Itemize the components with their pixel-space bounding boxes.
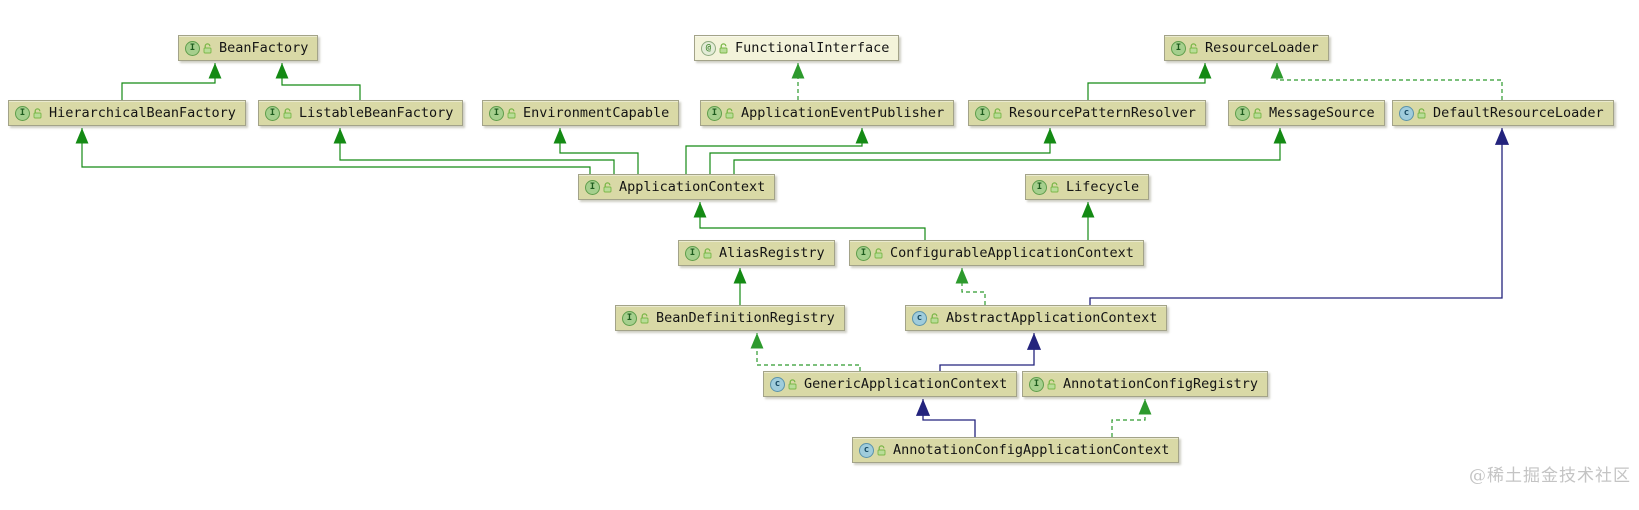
class-icon: c	[1399, 105, 1414, 121]
class-node-resourcepatternresolver[interactable]: I ResourcePatternResolver	[968, 100, 1206, 126]
class-node-label: GenericApplicationContext	[804, 376, 1008, 392]
interface-icon: I	[1029, 376, 1044, 392]
interface-icon: I	[1032, 179, 1047, 195]
public-lock-icon	[725, 107, 734, 119]
public-lock-icon	[1189, 42, 1198, 54]
edge-resourcepatternresolver-resourceloader	[1087, 63, 1212, 100]
class-node-label: ResourceLoader	[1205, 40, 1319, 56]
class-node-label: ResourcePatternResolver	[1009, 105, 1196, 121]
edge-applicationcontext-resourcepatternresolver	[709, 128, 1057, 174]
class-node-listablebeanfactory[interactable]: I ListableBeanFactory	[258, 100, 464, 126]
class-node-label: ApplicationContext	[619, 179, 766, 195]
public-lock-icon	[1047, 378, 1056, 390]
class-icon: c	[912, 310, 927, 326]
public-lock-icon	[993, 107, 1002, 119]
public-lock-icon	[874, 247, 883, 259]
public-lock-icon	[788, 378, 797, 390]
edge-abstractapplicationcontext-configurableapplicationcontext	[955, 268, 986, 305]
class-node-functionalinterface[interactable]: @ FunctionalInterface	[694, 35, 900, 61]
edge-genericapplicationcontext-beandefinitionregistry	[750, 333, 861, 371]
watermark: @稀土掘金技术社区	[1469, 466, 1631, 486]
class-node-label: BeanFactory	[219, 40, 309, 56]
interface-icon: I	[707, 105, 722, 121]
class-node-label: ListableBeanFactory	[299, 105, 454, 121]
public-lock-icon	[283, 107, 292, 119]
public-lock-icon	[877, 444, 886, 456]
public-lock-icon	[603, 181, 612, 193]
interface-icon: I	[265, 105, 280, 121]
public-lock-icon	[719, 42, 728, 54]
class-node-beanfactory[interactable]: I BeanFactory	[178, 35, 319, 61]
class-node-annotationconfigregistry[interactable]: I AnnotationConfigRegistry	[1022, 371, 1269, 397]
class-node-applicationeventpublisher[interactable]: I ApplicationEventPublisher	[700, 100, 955, 126]
edge-applicationcontext-hierarchicalbeanfactory	[75, 128, 591, 174]
class-node-beandefinitionregistry[interactable]: I BeanDefinitionRegistry	[615, 305, 845, 331]
annotation-icon: @	[701, 40, 716, 56]
public-lock-icon	[1253, 107, 1262, 119]
class-node-hierarchicalbeanfactory[interactable]: I HierarchicalBeanFactory	[8, 100, 246, 126]
class-node-applicationcontext[interactable]: I ApplicationContext	[578, 174, 776, 200]
class-node-label: BeanDefinitionRegistry	[656, 310, 835, 326]
interface-icon: I	[185, 40, 200, 56]
class-node-lifecycle[interactable]: I Lifecycle	[1025, 174, 1150, 200]
edge-genericapplicationcontext-abstractapplicationcontext	[939, 333, 1042, 371]
class-node-resourceloader[interactable]: I ResourceLoader	[1164, 35, 1329, 61]
interface-icon: I	[622, 310, 637, 326]
public-lock-icon	[33, 107, 42, 119]
edge-defaultresourceloader-resourceloader	[1270, 63, 1503, 100]
public-lock-icon	[930, 312, 939, 324]
interface-icon: I	[1235, 105, 1250, 121]
class-node-label: ConfigurableApplicationContext	[890, 245, 1134, 261]
interface-icon: I	[585, 179, 600, 195]
class-node-defaultresourceloader[interactable]: c DefaultResourceLoader	[1392, 100, 1614, 126]
class-node-environmentcapable[interactable]: I EnvironmentCapable	[482, 100, 680, 126]
class-node-messagesource[interactable]: I MessageSource	[1228, 100, 1385, 126]
class-node-label: Lifecycle	[1066, 179, 1140, 195]
edge-configurableapplicationcontext-applicationcontext	[693, 202, 926, 240]
interface-icon: I	[489, 105, 504, 121]
class-node-label: DefaultResourceLoader	[1433, 105, 1604, 121]
class-node-label: MessageSource	[1269, 105, 1375, 121]
edge-abstractapplicationcontext-defaultresourceloader	[1089, 128, 1510, 305]
class-node-aliasregistry[interactable]: I AliasRegistry	[678, 240, 835, 266]
class-node-label: AbstractApplicationContext	[946, 310, 1158, 326]
class-node-label: FunctionalInterface	[735, 40, 890, 56]
edge-applicationcontext-messagesource	[733, 128, 1287, 174]
interface-icon: I	[1171, 40, 1186, 56]
interface-icon: I	[975, 105, 990, 121]
edge-annotationconfigapplicationcontext-annotationconfigregistry	[1111, 399, 1152, 437]
class-node-label: AnnotationConfigRegistry	[1063, 376, 1259, 392]
class-node-label: AnnotationConfigApplicationContext	[893, 442, 1170, 458]
public-lock-icon	[640, 312, 649, 324]
interface-icon: I	[856, 245, 871, 261]
class-node-abstractapplicationcontext[interactable]: c AbstractApplicationContext	[905, 305, 1168, 331]
public-lock-icon	[203, 42, 212, 54]
edge-applicationcontext-environmentcapable	[553, 128, 639, 174]
edge-applicationcontext-applicationeventpublisher	[685, 128, 869, 174]
class-node-configurableapplicationcontext[interactable]: I ConfigurableApplicationContext	[849, 240, 1144, 266]
class-icon: c	[770, 376, 785, 392]
class-icon: c	[859, 442, 874, 458]
public-lock-icon	[1050, 181, 1059, 193]
class-node-label: HierarchicalBeanFactory	[49, 105, 236, 121]
public-lock-icon	[1417, 107, 1426, 119]
edge-annotationconfigapplicationcontext-genericapplicationcontext	[915, 399, 976, 437]
edge-applicationcontext-listablebeanfactory	[333, 128, 615, 174]
class-node-annotationconfigapplicationcontext[interactable]: c AnnotationConfigApplicationContext	[852, 437, 1180, 463]
public-lock-icon	[703, 247, 712, 259]
class-node-label: AliasRegistry	[719, 245, 825, 261]
class-node-genericapplicationcontext[interactable]: c GenericApplicationContext	[763, 371, 1018, 397]
interface-icon: I	[685, 245, 700, 261]
class-node-label: ApplicationEventPublisher	[741, 105, 945, 121]
interface-icon: I	[15, 105, 30, 121]
edge-hierarchicalbeanfactory-beanfactory	[121, 63, 222, 100]
edge-listablebeanfactory-beanfactory	[275, 63, 361, 100]
public-lock-icon	[507, 107, 516, 119]
class-node-label: EnvironmentCapable	[523, 105, 670, 121]
